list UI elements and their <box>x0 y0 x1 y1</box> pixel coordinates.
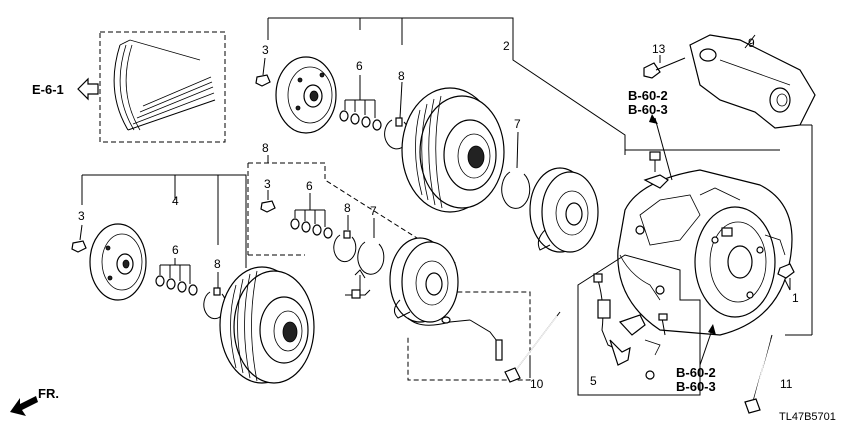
bolt-13 <box>643 55 686 79</box>
label-11: 10 <box>530 377 544 391</box>
front-arrow-icon <box>10 396 38 416</box>
bolt-12 <box>744 334 773 414</box>
reference-b60-bottom: B-60-2 B-60-3 <box>676 324 716 394</box>
diagram-code: TL47B5701 <box>779 411 836 423</box>
drive-belt-group <box>99 31 226 143</box>
bolt-compressor-top <box>649 151 661 172</box>
nut-3-middle <box>260 190 276 213</box>
pulley-bottom <box>219 266 315 384</box>
compressor-body <box>617 169 793 336</box>
snap-ring-7-middle <box>357 218 385 275</box>
clutch-plate-bottom <box>89 223 147 301</box>
label-9: 8 <box>262 141 269 155</box>
nut-3-bottom <box>71 224 87 253</box>
label-6-top: 6 <box>356 59 363 73</box>
middle-clutch-assembly <box>247 155 531 381</box>
middle-dashed-bracket <box>248 162 531 381</box>
reference-b60-top: B-60-2 B-60-3 <box>628 88 673 181</box>
field-coil-middle <box>389 237 503 361</box>
bolt-11 <box>504 311 561 383</box>
label-2: 2 <box>503 39 510 53</box>
shims-6-top <box>339 75 382 131</box>
label-13: 13 <box>652 42 666 56</box>
label-8-bottom: 8 <box>214 257 221 271</box>
label-6-bottom: 6 <box>172 243 179 257</box>
label-6-middle: 6 <box>306 179 313 193</box>
label-3-bottom: 3 <box>78 209 85 223</box>
label-7-top: 7 <box>514 117 521 131</box>
clutch-plate-top <box>275 56 337 134</box>
belt-dashed-box <box>99 31 226 143</box>
bottom-clutch-assembly <box>71 174 315 384</box>
compressor-group <box>617 124 813 336</box>
ref-b603-top: B-60-3 <box>628 102 668 117</box>
snap-ring-8-middle <box>333 215 357 263</box>
label-4: 4 <box>172 194 179 208</box>
label-5: 5 <box>590 374 597 388</box>
harness-bracket <box>577 254 701 396</box>
field-coil-top <box>529 167 599 253</box>
pointer-arrow-icon <box>649 114 658 124</box>
snap-ring-7-top <box>501 131 531 209</box>
bracket-10 <box>689 34 816 129</box>
label-12: 11 <box>780 377 793 391</box>
part-number-labels: 3 6 8 2 7 8 3 6 8 7 4 3 6 8 13 9 1 5 10 … <box>78 36 799 391</box>
nut-3-top <box>255 57 271 87</box>
label-1: 1 <box>792 291 799 305</box>
reference-e61: E-6-1 <box>32 77 99 101</box>
label-8-top: 8 <box>398 69 405 83</box>
drive-belt <box>113 39 216 131</box>
label-3-middle: 3 <box>264 177 271 191</box>
shims-6-middle <box>290 193 333 239</box>
bolt-1 <box>777 263 795 290</box>
clip-compressor <box>643 174 669 189</box>
ref-e61-label: E-6-1 <box>32 82 64 97</box>
label-3-top: 3 <box>262 43 269 57</box>
clip-middle <box>345 269 371 299</box>
label-8-middle: 8 <box>344 201 351 215</box>
front-direction-indicator: FR. <box>10 386 59 416</box>
ref-b602-bottom: B-60-2 <box>676 365 716 380</box>
pointer-arrow-bottom-icon <box>708 324 716 335</box>
front-label: FR. <box>38 386 59 401</box>
wiring-harness-5 <box>577 254 701 396</box>
shims-6-bottom <box>155 258 198 296</box>
label-7-middle: 7 <box>370 204 377 218</box>
pulley-top <box>401 87 505 213</box>
top-clutch-assembly <box>255 17 626 253</box>
ref-b602-top: B-60-2 <box>628 88 668 103</box>
label-10: 9 <box>748 36 755 50</box>
hollow-arrow-icon <box>77 77 99 101</box>
ref-b603-bottom: B-60-3 <box>676 379 716 394</box>
